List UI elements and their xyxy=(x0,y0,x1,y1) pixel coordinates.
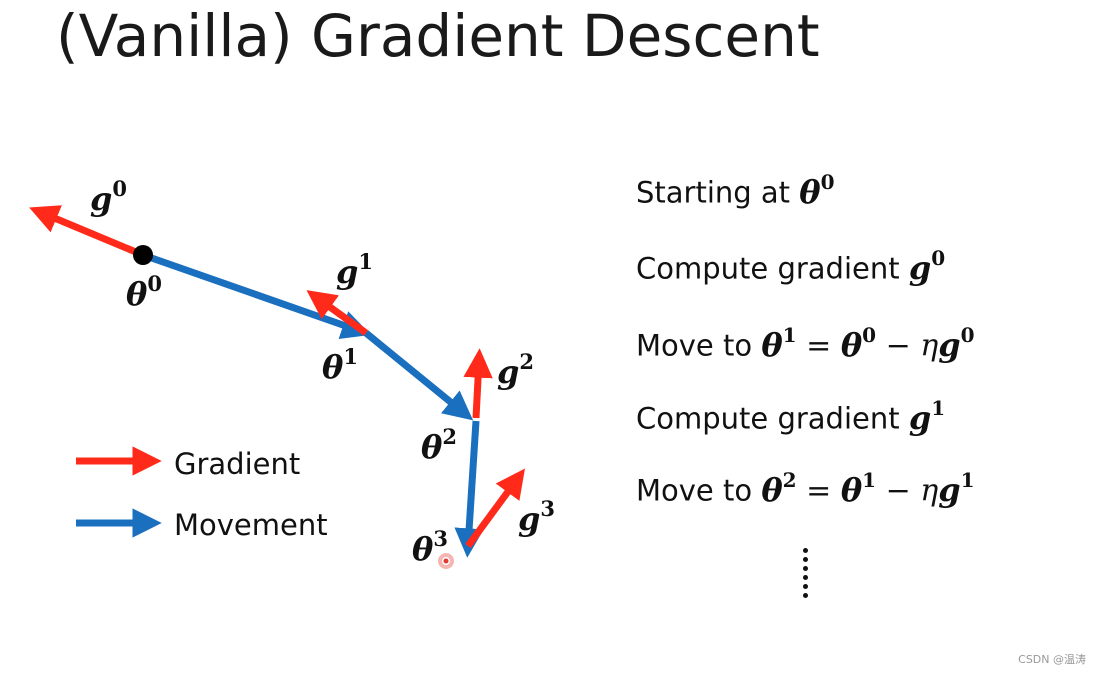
movement-arrow-2-3 xyxy=(454,420,484,558)
legend-gradient-label: Gradient xyxy=(174,447,300,481)
gradient-arrow-3 xyxy=(465,468,525,549)
watermark: CSDN @温涛 xyxy=(1018,653,1086,666)
cursor-ring-icon xyxy=(438,553,454,569)
gradient-arrow-1 xyxy=(306,290,369,336)
gradient-arrow-0 xyxy=(29,205,145,259)
movement-arrow-0-1 xyxy=(141,251,372,340)
start-point xyxy=(133,245,153,265)
step-compute-gradient-0-var: g0 xyxy=(908,246,946,287)
label-g-0: g0 xyxy=(90,176,127,218)
step-compute-gradient-1-var: g1 xyxy=(908,396,946,437)
step-move-1: Move to θ1 = θ0 − ηg0 xyxy=(636,323,975,364)
step-starting-var: θ0 xyxy=(799,170,835,211)
cursor-dot-icon xyxy=(443,558,449,564)
label-g-2: g2 xyxy=(497,349,534,391)
legend-movement-label: Movement xyxy=(174,508,328,542)
movement-arrow-1-2 xyxy=(363,330,474,421)
gradient-arrow-2 xyxy=(463,348,493,419)
step-starting: Starting at θ0 xyxy=(636,170,835,211)
label-theta-0: θ0 xyxy=(126,271,162,313)
step-compute-gradient-0: Compute gradient g0 xyxy=(636,246,946,287)
continuation-ellipsis-icon xyxy=(803,548,811,602)
step-compute-gradient-1: Compute gradient g1 xyxy=(636,396,946,437)
page-title: (Vanilla) Gradient Descent xyxy=(56,2,820,70)
label-theta-3: θ3 xyxy=(412,526,448,568)
step-move-2: Move to θ2 = θ1 − ηg1 xyxy=(636,468,975,509)
label-g-3: g3 xyxy=(518,496,555,538)
label-theta-1: θ1 xyxy=(322,344,358,386)
label-g-1: g1 xyxy=(336,249,373,291)
label-theta-2: θ2 xyxy=(421,424,457,466)
